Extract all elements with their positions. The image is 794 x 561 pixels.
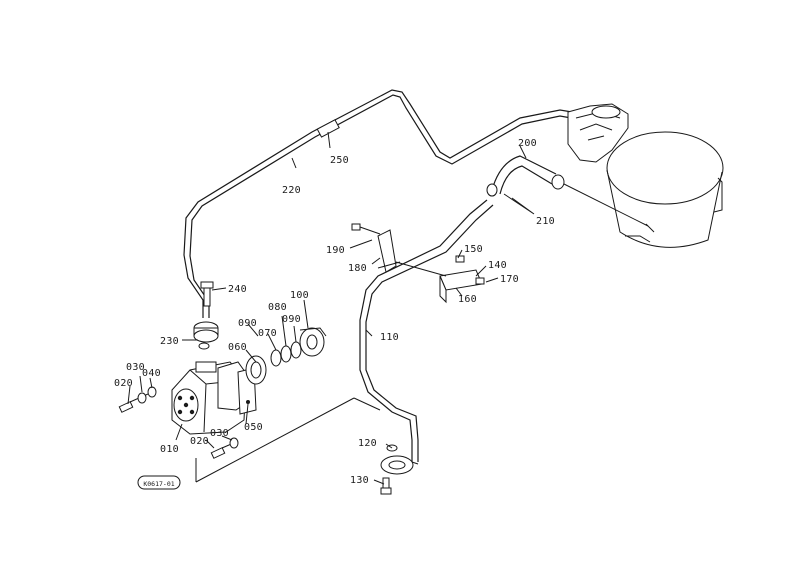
washer-040[interactable] [147,386,157,398]
callout-220: 220 [282,185,301,196]
callout-020-left: 020 [114,378,133,389]
callout-030-bottom: 030 [210,428,229,439]
bolt-130[interactable] [380,477,392,495]
diagram-code: K0617-01 [143,480,174,488]
pump-010[interactable] [171,361,249,435]
callout-110: 110 [380,332,399,343]
ring-070[interactable] [270,349,282,367]
sleeve-250[interactable] [316,119,340,138]
callout-250: 250 [330,155,349,166]
callout-050: 050 [244,422,263,433]
tank-leader [559,181,649,227]
callout-150: 150 [464,244,483,255]
bolt-190[interactable] [351,223,381,235]
gear-100[interactable] [299,327,327,357]
bolt-240[interactable] [200,281,214,307]
callout-010: 010 [160,444,179,455]
bracket-leader [395,261,447,277]
bracket-160[interactable] [439,255,485,304]
callout-240: 240 [228,284,247,295]
callout-040: 040 [142,368,161,379]
callout-180: 180 [348,263,367,274]
clamp-180[interactable] [377,229,401,273]
callout-080: 080 [268,302,287,313]
washer-030-left[interactable] [137,392,147,404]
callout-020-bottom: 020 [190,436,209,447]
assembly-leader [195,397,381,483]
callout-160: 160 [458,294,477,305]
diagram-code-badge: K0617-01 [137,475,181,490]
ring-090[interactable] [290,341,302,359]
callout-230: 230 [160,336,179,347]
washer-030-bottom[interactable] [229,437,239,449]
callout-120: 120 [358,438,377,449]
callout-070: 070 [258,328,277,339]
pipe-110[interactable] [359,199,494,462]
callout-100: 100 [290,290,309,301]
callout-leaders [127,131,535,485]
callout-030-left: 030 [126,362,145,373]
callout-170: 170 [500,274,519,285]
pipe-220[interactable] [183,89,611,318]
callout-090-right: 090 [282,314,301,325]
callout-060: 060 [228,342,247,353]
callout-140: 140 [488,260,507,271]
callout-210: 210 [536,216,555,227]
ring-080[interactable] [280,345,292,363]
callout-130: 130 [350,475,369,486]
callout-190: 190 [326,245,345,256]
hose-200[interactable] [486,155,565,197]
banjo-fitting-bottom[interactable] [380,455,419,475]
callout-090-left: 090 [238,318,257,329]
seal-060[interactable] [245,355,267,385]
banjo-230[interactable] [193,321,219,350]
bolt-050[interactable] [246,400,250,404]
callout-200: 200 [518,138,537,149]
tank[interactable] [567,103,724,248]
